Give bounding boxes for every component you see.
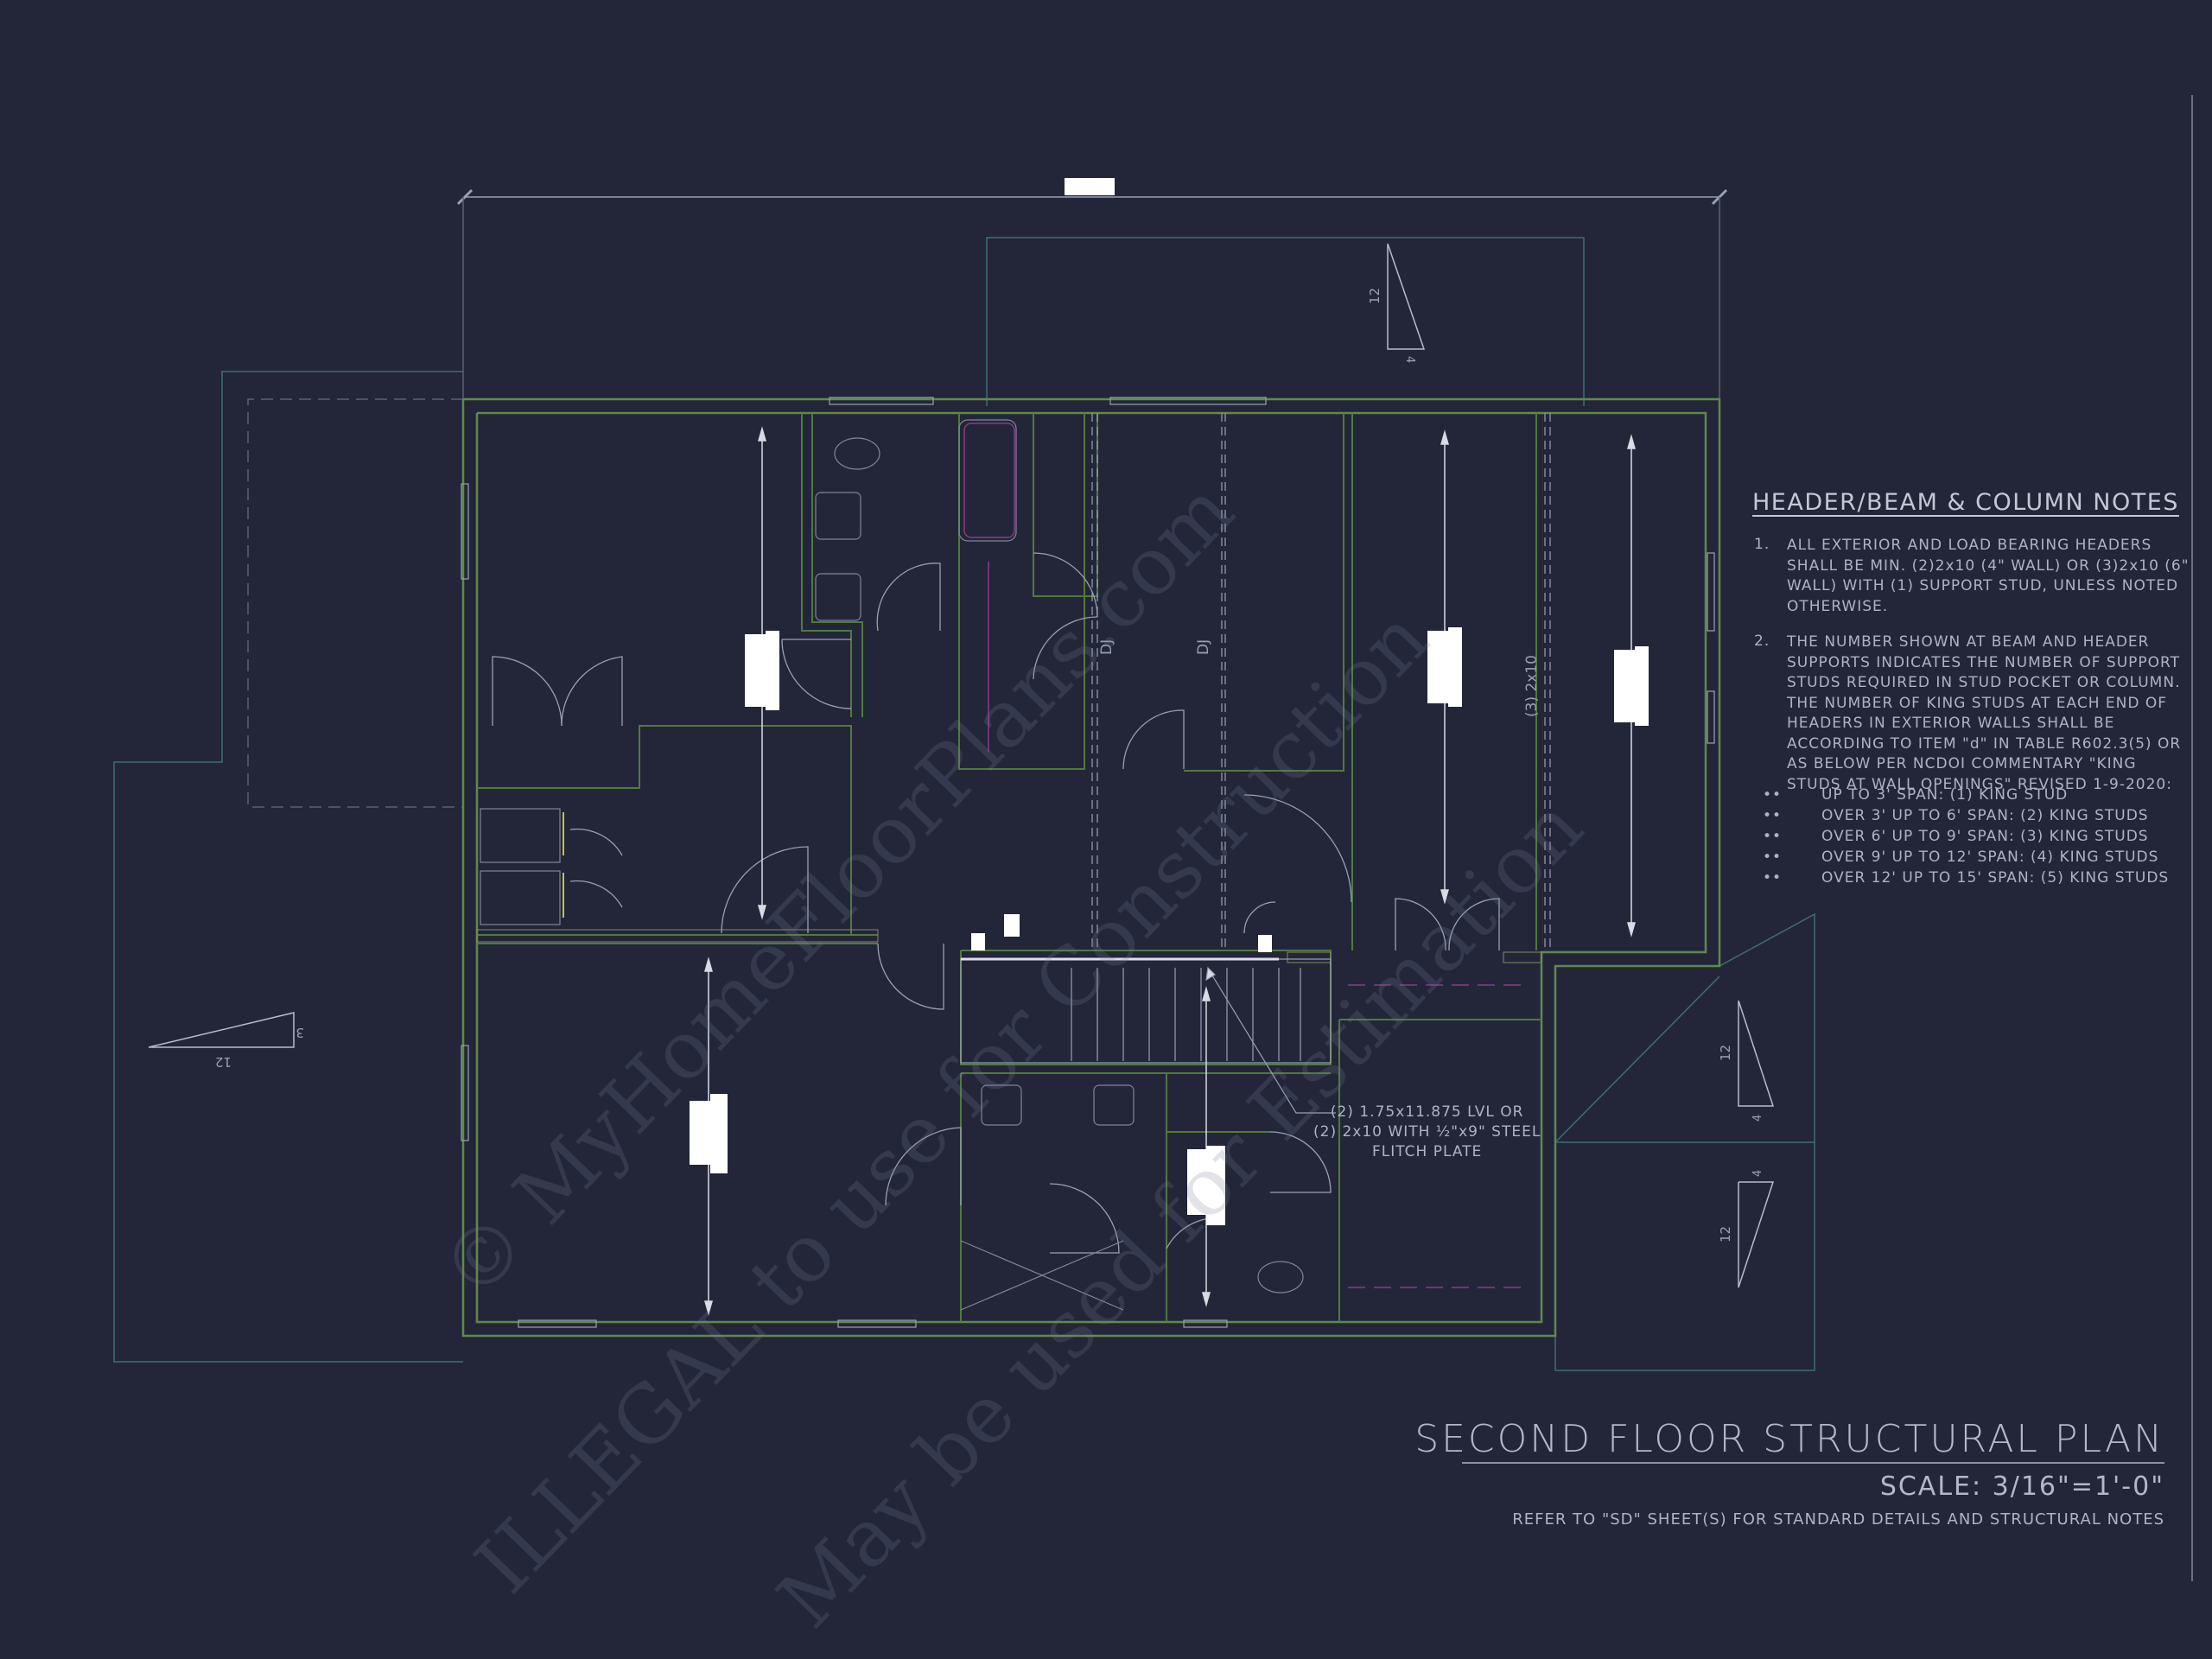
accent-marks: [963, 423, 1521, 1288]
bullet-text: OVER 6' UP TO 9' SPAN: (3) KING STUDS: [1821, 828, 2149, 845]
beam-callout-leader: [1205, 966, 1336, 1114]
pitch-rise-1: 12: [1367, 288, 1382, 304]
header-blocks: [690, 627, 1649, 1225]
pitch-rise-3: 12: [1718, 1045, 1733, 1061]
plan-title-underline: [1462, 1462, 2164, 1464]
note-number: 1.: [1754, 536, 1770, 553]
header-note-2: 2. THE NUMBER SHOWN AT BEAM AND HEADER S…: [1754, 632, 2195, 793]
bullet-text: OVER 12' UP TO 15' SPAN: (5) KING STUDS: [1821, 869, 2170, 887]
pitch-rise-2: 3: [296, 1025, 304, 1040]
pitch-run-3: 4: [1751, 1115, 1764, 1122]
dimension-text-block: [1065, 178, 1115, 195]
door-swings: [492, 552, 1500, 1254]
bullet-mark: ••: [1763, 828, 1783, 845]
pitch-triangles: [148, 243, 1775, 1288]
bullet-mark: ••: [1763, 807, 1783, 824]
pitch-rise-4: 12: [1718, 1226, 1733, 1243]
pitch-run-1: 4: [1403, 356, 1416, 363]
beam-callout-note: (2) 1.75x11.875 LVL OR (2) 2x10 WITH ½"x…: [1313, 1103, 1541, 1160]
bullet-mark: ••: [1763, 869, 1783, 887]
fixtures: [480, 419, 1304, 1311]
interior-walls: [477, 413, 1541, 1322]
beam-lines: [1091, 413, 1551, 950]
joist-label-3-2x10: (3) 2x10: [1523, 655, 1541, 717]
overall-dimension: [456, 188, 1728, 406]
plan-scale: SCALE: 3/16"=1'-0": [1879, 1471, 2164, 1502]
pitch-run-2: 12: [215, 1054, 232, 1070]
header-note-1: 1. ALL EXTERIOR AND LOAD BEARING HEADERS…: [1754, 536, 2195, 622]
roof-dashed: [247, 398, 463, 808]
plan-title: SECOND FLOOR STRUCTURAL PLAN: [1414, 1417, 2164, 1461]
bullet-mark: ••: [1763, 786, 1783, 804]
bullet-text: OVER 3' UP TO 6' SPAN: (2) KING STUDS: [1821, 807, 2149, 824]
bullet-text: OVER 9' UP TO 12' SPAN: (4) KING STUDS: [1821, 849, 2159, 866]
note-number: 2.: [1754, 632, 1770, 650]
window-marks: [461, 397, 1715, 1328]
joist-label-dj-2: DJ: [1195, 639, 1212, 655]
joist-label-dj-1: DJ: [1098, 639, 1116, 655]
hatched-walls: [476, 929, 1542, 963]
header-notes-title: HEADER/BEAM & COLUMN NOTES: [1752, 489, 2179, 516]
stairs: [960, 957, 1332, 1064]
plan-refer-note: REFER TO "SD" SHEET(S) FOR STANDARD DETA…: [1512, 1510, 2164, 1529]
pitch-run-4: 4: [1751, 1170, 1764, 1177]
bullet-text: UP TO 3' SPAN: (1) KING STUD: [1821, 786, 2069, 804]
note-text: THE NUMBER SHOWN AT BEAM AND HEADER SUPP…: [1787, 633, 2182, 793]
note-text: ALL EXTERIOR AND LOAD BEARING HEADERS SH…: [1787, 537, 2190, 615]
bullet-mark: ••: [1763, 849, 1783, 866]
